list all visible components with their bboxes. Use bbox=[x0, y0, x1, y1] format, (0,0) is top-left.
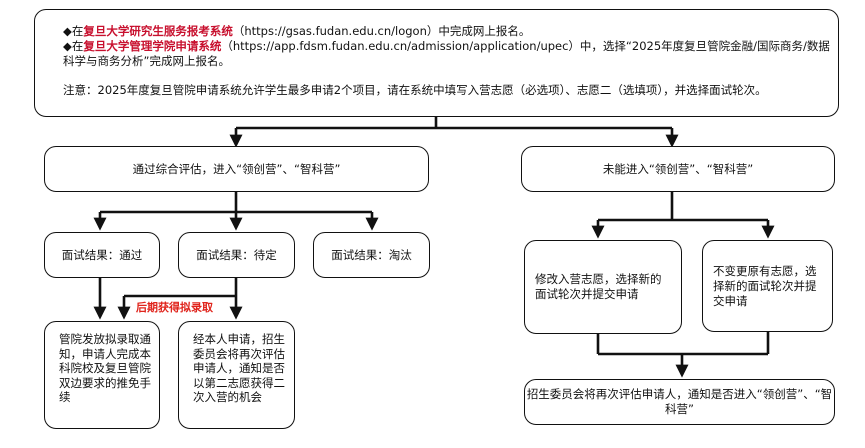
not-admitted-box: 未能进入“领创营”、“智科营” bbox=[521, 146, 835, 192]
interview-eliminated-box: 面试结果：淘汰 bbox=[313, 232, 430, 278]
application-note: 注意：2025年度复旦管院申请系统允许学生最多申请2个项目，请在系统中填写入营志… bbox=[63, 83, 767, 97]
passed-assessment-box: 通过综合评估，进入“领创营”、“智科营” bbox=[44, 146, 429, 192]
interview-pass-box: 面试结果：通过 bbox=[44, 232, 160, 278]
fdsm-system-name: 复旦大学管理学院申请系统 bbox=[83, 39, 222, 53]
registration-instructions-box: ◆在复旦大学研究生服务报考系统（https://gsas.fudan.edu.c… bbox=[34, 9, 839, 117]
gsas-system-name: 复旦大学研究生服务报考系统 bbox=[83, 24, 233, 38]
instruction-line-fdsm: ◆在复旦大学管理学院申请系统（https://app.fdsm.fudan.ed… bbox=[63, 39, 830, 53]
offer-outcome-box: 管院发放拟录取通知，申请人完成本科院校及复旦管院双边要求的推免手续 bbox=[44, 321, 160, 429]
re-evaluation-result-box: 招生委员会将再次评估申请人，通知是否进入“领创营”、“智科营” bbox=[524, 379, 835, 425]
instruction-line-continued: 科学与商务分析”完成网上报名。 bbox=[63, 54, 230, 68]
change-choice-option-box: 修改入营志愿，选择新的面试轮次并提交申请 bbox=[524, 240, 682, 334]
later-offer-label: 后期获得拟录取 bbox=[136, 301, 213, 314]
interview-pending-box: 面试结果：待定 bbox=[178, 232, 295, 278]
second-choice-outcome-box: 经本人申请，招生委员会将再次评估申请人，通知是否以第二志愿获得二次入营的机会 bbox=[178, 321, 295, 429]
instruction-line-gsas: ◆在复旦大学研究生服务报考系统（https://gsas.fudan.edu.c… bbox=[63, 24, 531, 38]
keep-choice-option-box: 不变更原有志愿，选择新的面试轮次并提交申请 bbox=[702, 240, 833, 332]
